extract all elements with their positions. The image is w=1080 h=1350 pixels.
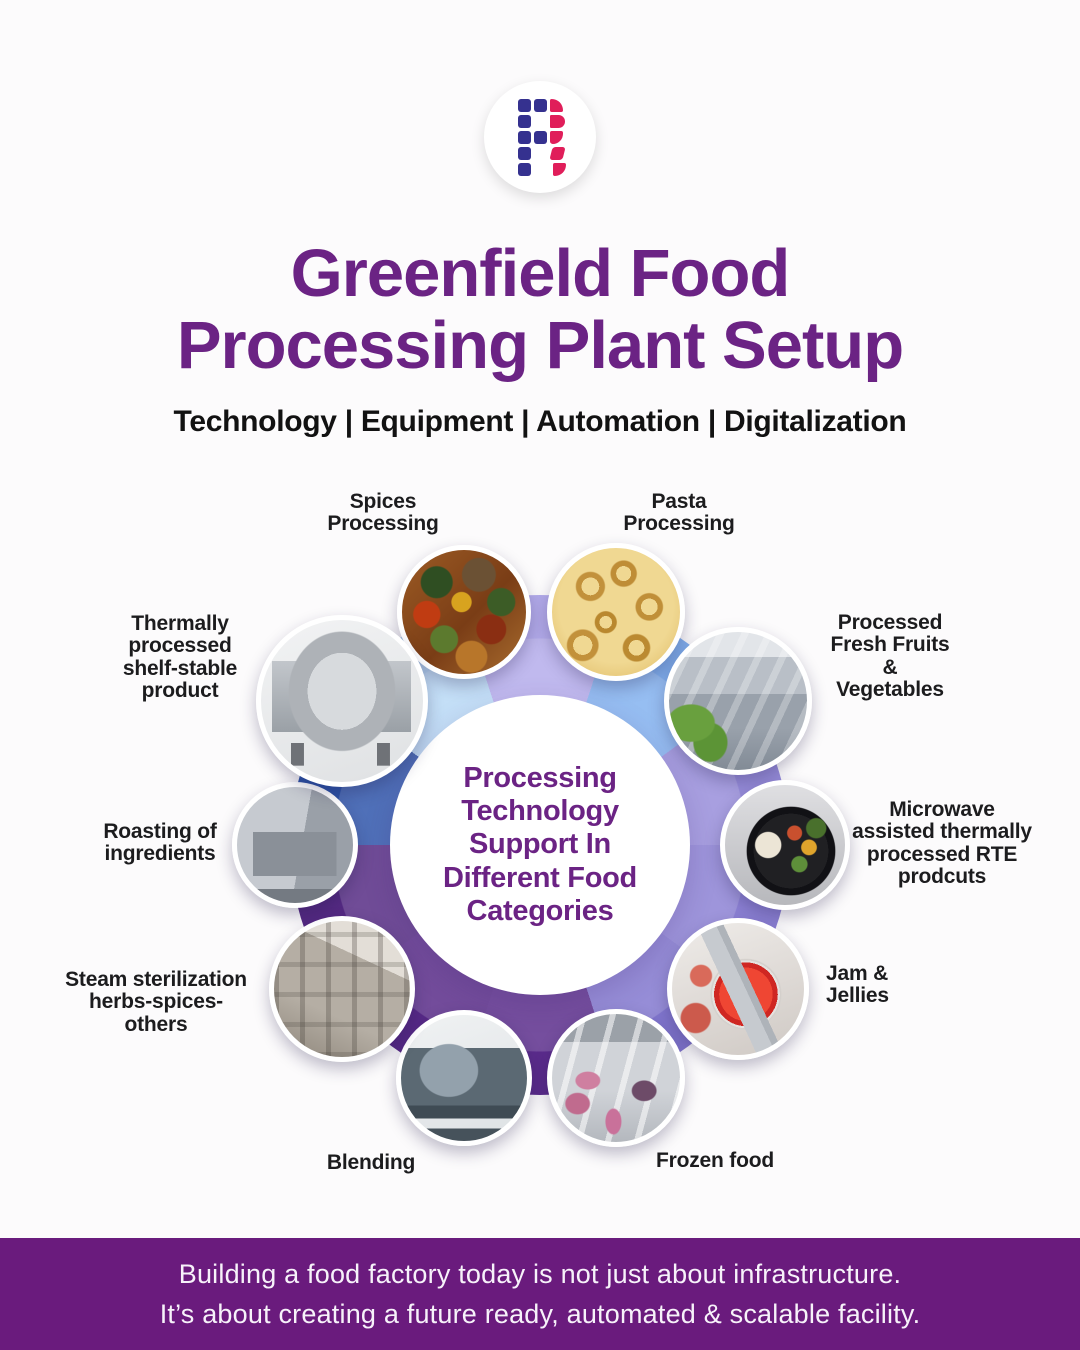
- logo-cell: [517, 146, 531, 160]
- label-line: prodcuts: [897, 864, 987, 888]
- photo-spices: [397, 544, 532, 679]
- label-line: others: [124, 1012, 188, 1036]
- company-logo: [484, 81, 596, 193]
- logo-cell: [517, 98, 531, 112]
- logo-r-glyph: [517, 98, 566, 176]
- logo-cell: [534, 163, 547, 176]
- photo-pasta: [546, 542, 685, 681]
- label-jam: Jam &Jellies: [826, 962, 986, 1008]
- label-blending: Blending: [261, 1151, 481, 1174]
- logo-cell: [549, 98, 563, 112]
- label-line: shelf-stable: [122, 656, 238, 680]
- label-line: processed RTE: [866, 842, 1018, 866]
- footer-line-1: Building a food factory today is not jus…: [178, 1258, 902, 1289]
- logo-cell: [533, 98, 547, 112]
- label-line: Frozen food: [656, 1149, 774, 1172]
- label-frozen: Frozen food: [605, 1149, 825, 1172]
- photo-blending: [396, 1010, 533, 1146]
- photo-steam: [268, 916, 415, 1062]
- label-line: Jam &: [826, 962, 889, 985]
- label-line: herbs-spices-: [89, 990, 223, 1014]
- logo-cell: [552, 162, 566, 176]
- label-line: Thermally: [131, 612, 229, 635]
- photo-jam: [667, 918, 810, 1060]
- label-line: &: [882, 655, 898, 679]
- label-line: product: [141, 678, 219, 702]
- photo-frozen: [546, 1009, 685, 1147]
- photo-fruits_veg: [664, 626, 813, 775]
- logo-cell: [517, 162, 531, 176]
- logo-cell: [517, 130, 531, 144]
- label-line: Pasta: [651, 490, 707, 513]
- wheel-center-line: Categories: [466, 894, 614, 927]
- wheel-center-line: Processing: [463, 762, 617, 795]
- wheel-center-line: Support In: [469, 828, 611, 861]
- logo-cell: [517, 114, 531, 128]
- label-line: Jellies: [826, 984, 889, 1008]
- label-line: processed: [128, 634, 232, 658]
- label-line: Spices: [349, 490, 417, 513]
- label-line: Roasting of: [103, 820, 217, 843]
- logo-cell: [534, 147, 547, 160]
- label-line: Blending: [326, 1151, 416, 1174]
- footer-line-2: It’s about creating a future ready, auto…: [159, 1298, 921, 1329]
- label-line: assisted thermally: [852, 820, 1032, 844]
- label-line: Fresh Fruits: [830, 633, 950, 657]
- photo-rte: [720, 780, 850, 910]
- photo-thermally: [255, 614, 428, 787]
- label-line: Processed: [837, 611, 943, 634]
- page-subtitle: Technology | Equipment | Automation | Di…: [173, 405, 907, 438]
- wheel-center-line: Technology: [461, 795, 619, 828]
- photo-roasting: [232, 782, 358, 908]
- label-line: Steam sterilization: [65, 968, 247, 991]
- title-line-1: Greenfield Food: [290, 236, 791, 311]
- logo-cell: [534, 115, 547, 128]
- title-line-2: Processing Plant Setup: [176, 308, 904, 384]
- label-line: Processing: [327, 512, 439, 536]
- logo-cell: [533, 130, 547, 144]
- label-line: Microwave: [889, 798, 995, 821]
- logo-cell: [549, 130, 563, 144]
- logo-cell: [548, 146, 566, 160]
- wheel-center-line: Different Food: [443, 861, 637, 894]
- label-line: ingredients: [104, 842, 216, 866]
- footer-banner: Building a food factory today is not jus…: [0, 1238, 1080, 1350]
- label-line: Vegetables: [836, 677, 944, 701]
- logo-cell: [549, 114, 565, 128]
- label-line: Processing: [623, 512, 735, 536]
